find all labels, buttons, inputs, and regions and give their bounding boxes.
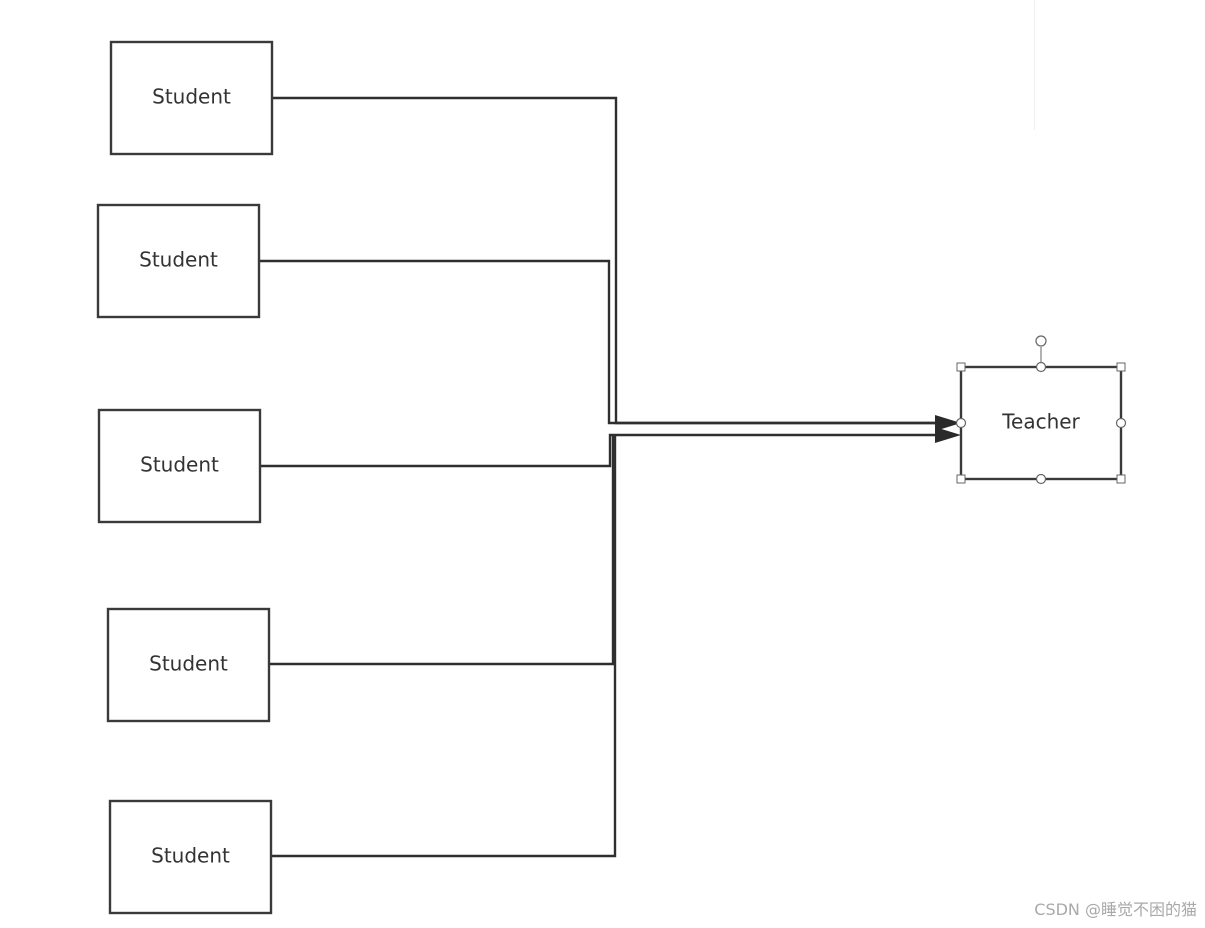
student-box[interactable] [97,408,262,524]
teacher-box[interactable] [959,365,1123,481]
student-node-5[interactable]: Student [108,799,273,915]
selection-handles [955,335,1127,485]
connector-student-5[interactable] [271,435,617,858]
resize-handle-top-right[interactable] [1116,362,1126,372]
arrowhead-upper [935,415,961,431]
resize-handle-top-left[interactable] [956,362,966,372]
arrowhead-lower [935,427,961,443]
connection-point-right[interactable] [1115,417,1127,429]
student-box[interactable] [109,40,274,156]
student-box[interactable] [108,799,273,915]
student-node-4[interactable]: Student [106,607,271,723]
connectors [259,96,961,858]
student-label: Student [151,844,230,868]
connector-student-2[interactable] [259,259,945,425]
connector-student-3[interactable] [260,433,945,468]
student-label: Student [139,248,218,272]
connection-point-top[interactable] [1035,361,1047,373]
teacher-label: Teacher [1001,410,1080,434]
canvas-edge [1034,0,1035,130]
connector-student-4[interactable] [269,435,615,666]
student-label: Student [140,453,219,477]
student-node-3[interactable]: Student [97,408,262,524]
student-label: Student [152,85,231,109]
watermark-text: CSDN @睡觉不困的猫 [1034,900,1197,919]
resize-handle-bottom-left[interactable] [956,474,966,484]
connection-point-left[interactable] [955,417,967,429]
resize-handle-bottom-right[interactable] [1116,474,1126,484]
student-node-1[interactable]: Student [109,40,274,156]
student-label: Student [149,652,228,676]
student-box[interactable] [96,203,261,319]
teacher-node[interactable]: Teacher [955,335,1127,485]
student-box[interactable] [106,607,271,723]
connection-point-bottom[interactable] [1035,473,1047,485]
student-node-2[interactable]: Student [96,203,261,319]
rotate-handle[interactable] [1035,335,1047,347]
